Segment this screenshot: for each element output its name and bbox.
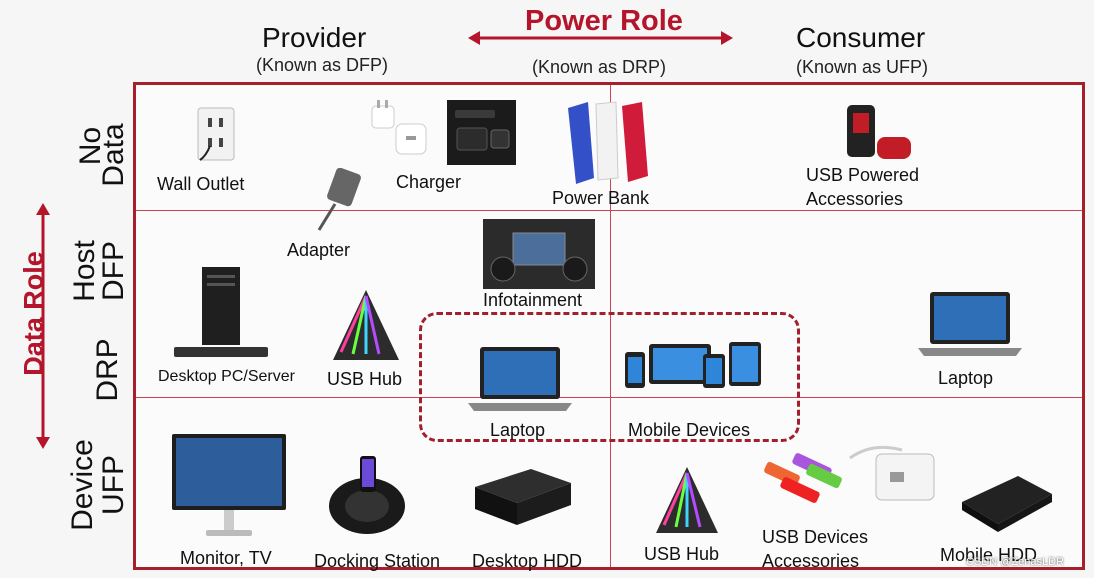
- laptop-drp-label: Laptop: [490, 420, 546, 440]
- usb-hub-device-icon: [656, 467, 718, 533]
- row-label-drp: DRP: [91, 338, 124, 402]
- desktop-hdd-label: Desktop HDD: [472, 551, 583, 571]
- row-label-ufp: UFP: [97, 455, 130, 515]
- usb-devices-label-1: USB Devices: [762, 527, 869, 547]
- mobile-devices-icon: [625, 342, 761, 388]
- usb-hub-host-icon: [333, 290, 399, 360]
- wall-outlet-label: Wall Outlet: [157, 174, 245, 194]
- usb-powered-label-1: USB Powered: [806, 165, 920, 185]
- wall-outlet-icon: [197, 107, 235, 161]
- docking-station-icon: [329, 456, 405, 534]
- usb-hub-host-label: USB Hub: [327, 369, 403, 389]
- monitor-tv-label: Monitor, TV: [180, 548, 272, 568]
- usb-devices-label-2: Accessories: [762, 551, 860, 571]
- charger-label: Charger: [396, 172, 462, 192]
- adapter-icon: [317, 168, 361, 231]
- adapter-label: Adapter: [287, 240, 351, 260]
- desktop-pc-icon: [174, 267, 268, 357]
- row-label-data: Data: [97, 123, 130, 187]
- consumer-subtitle: (Known as UFP): [796, 57, 929, 77]
- monitor-tv-icon: [172, 434, 286, 536]
- grid-line-center: [610, 85, 611, 567]
- drp-subtitle: (Known as DRP): [532, 57, 667, 77]
- drp-highlight-box: [419, 312, 800, 442]
- laptop-consumer-label: Laptop: [938, 368, 994, 388]
- grid-line-device: [136, 397, 1082, 398]
- provider-subtitle: (Known as DFP): [256, 55, 389, 75]
- watermark: CSDN @ZenasLDR: [966, 556, 1064, 568]
- desktop-hdd-icon: [475, 469, 571, 525]
- provider-title: Provider: [262, 22, 367, 53]
- consumer-title: Consumer: [796, 22, 926, 53]
- row-label-dfp: DFP: [97, 241, 130, 301]
- laptop-drp-icon: [468, 347, 572, 411]
- row-label-host: Host: [68, 240, 101, 302]
- infotainment-icon: [483, 219, 595, 289]
- power-bank-icon: [568, 101, 648, 184]
- mobile-devices-label: Mobile Devices: [628, 420, 751, 440]
- laptop-consumer-icon: [918, 292, 1022, 356]
- charger-icon: [371, 100, 427, 155]
- car-console-icon: [447, 100, 516, 165]
- power-bank-label: Power Bank: [552, 188, 650, 208]
- mobile-hdd-label: Mobile HDD: [940, 545, 1038, 565]
- desktop-pc-label: Desktop PC/Server: [158, 368, 295, 385]
- infotainment-label: Infotainment: [483, 290, 583, 310]
- usb-powered-accessory-icon: [847, 105, 911, 159]
- docking-station-label: Docking Station: [314, 551, 441, 571]
- usb-powered-label-2: Accessories: [806, 189, 904, 209]
- power-role-title: Power Role: [525, 5, 683, 37]
- grid-line-nodata: [136, 210, 1082, 211]
- power-role-arrow: [468, 31, 733, 45]
- data-role-arrow: [36, 203, 50, 449]
- usb-hub-device-label: USB Hub: [644, 544, 720, 564]
- mobile-hdd-icon: [962, 476, 1052, 532]
- usb-devices-accessories-icon: [764, 445, 935, 503]
- row-label-device: Device: [66, 439, 99, 531]
